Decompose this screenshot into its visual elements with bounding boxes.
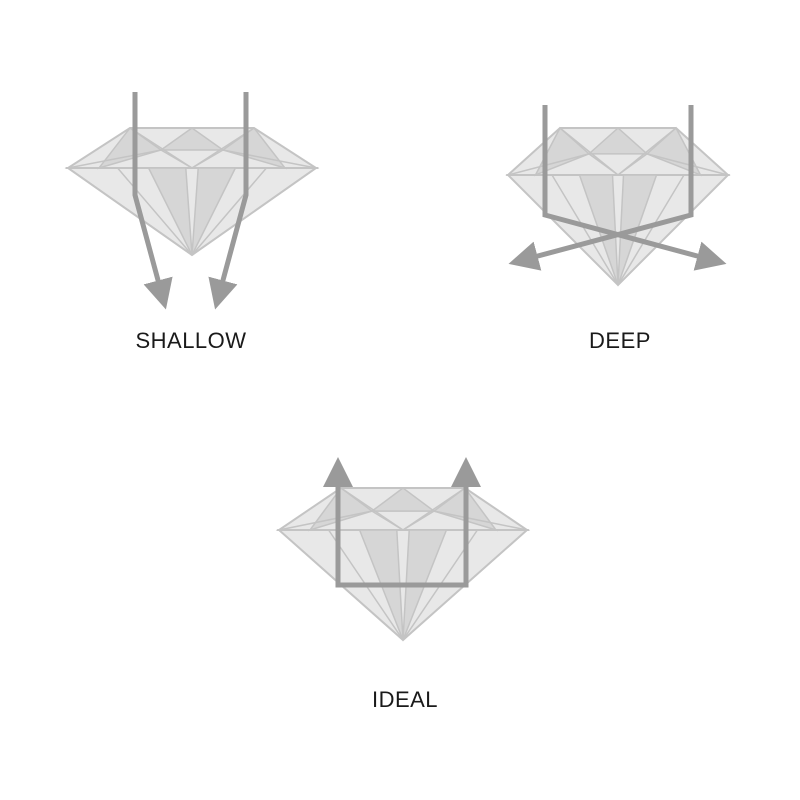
- ideal-diamond: [275, 486, 531, 642]
- deep-caption: DEEP: [589, 328, 651, 353]
- deep-light-ray-right: [508, 105, 694, 271]
- crown-facet: [96, 126, 163, 170]
- crown-facet: [645, 126, 703, 177]
- deep-diamond: [505, 126, 731, 287]
- deep-light-path: [508, 105, 727, 271]
- crown-facet: [308, 486, 374, 532]
- ideal-caption: IDEAL: [371, 687, 439, 712]
- crown-facet: [533, 126, 591, 177]
- pavilion-line: [551, 174, 685, 287]
- pavilion-body: [505, 174, 731, 287]
- shallow-caption: SHALLOW: [135, 328, 247, 353]
- shallow-light-ray-left: [132, 92, 173, 310]
- crown-facet: [158, 127, 226, 151]
- shallow-light-path: [132, 92, 249, 310]
- pavilion-line: [117, 167, 267, 257]
- pavilion-body: [64, 167, 320, 257]
- crown-facet: [369, 487, 437, 512]
- crown-facet: [587, 126, 649, 155]
- crown-line: [507, 153, 729, 176]
- shallow-light-ray-right: [208, 92, 249, 310]
- ideal-light-ray: [335, 470, 469, 588]
- deep-light-ray-left: [542, 105, 727, 271]
- crown-line: [67, 149, 317, 169]
- shallow-diamond: [64, 126, 320, 257]
- pavilion-line: [327, 529, 479, 642]
- ideal-light-path: [323, 457, 481, 588]
- pavilion-facet: [191, 167, 237, 256]
- crown-facet: [221, 126, 288, 170]
- pavilion-facet: [147, 167, 193, 256]
